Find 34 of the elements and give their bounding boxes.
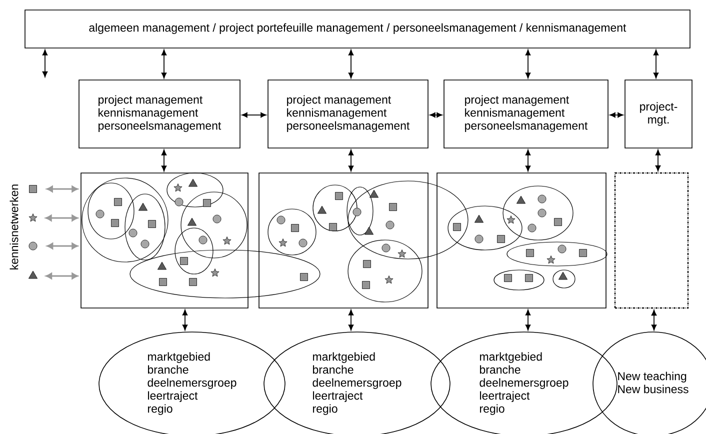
arrow (45, 214, 78, 222)
arrow (242, 112, 266, 118)
arrow (42, 50, 48, 78)
arrow (651, 310, 657, 330)
arrow (348, 310, 354, 330)
arrow (46, 272, 78, 280)
arrow (46, 186, 78, 192)
management-box: algemeen management / project portefeuille management / personeelsmanagement / kennismanagement (24, 10, 690, 48)
arrow (348, 150, 354, 172)
network-box (614, 172, 689, 309)
square-symbol (29, 185, 37, 193)
arrow (653, 50, 659, 78)
arrow (348, 50, 354, 78)
circle-symbol (28, 242, 38, 250)
network-box (80, 172, 248, 308)
arrow (525, 310, 531, 330)
management-box: project-mgt. (624, 80, 692, 148)
arrow (430, 112, 442, 118)
arrow (161, 150, 167, 172)
arrow (525, 50, 531, 78)
management-box: project management kennismanagement personeelsmanagement (268, 80, 428, 148)
arrow (161, 50, 167, 78)
arrow (182, 310, 188, 330)
arrow (525, 150, 531, 172)
network-box (436, 172, 606, 308)
star-symbol (28, 214, 38, 222)
arrow (610, 112, 624, 118)
arrow (46, 242, 78, 250)
triangle-symbol (28, 270, 38, 279)
axis-label: kennisnetwerken (10, 184, 18, 270)
management-box: project management kennismanagement personeelsmanagement (78, 80, 240, 148)
arrow (655, 150, 661, 172)
management-box: project management kennismanagement personeelsmanagement (444, 80, 608, 148)
network-box (258, 172, 428, 308)
